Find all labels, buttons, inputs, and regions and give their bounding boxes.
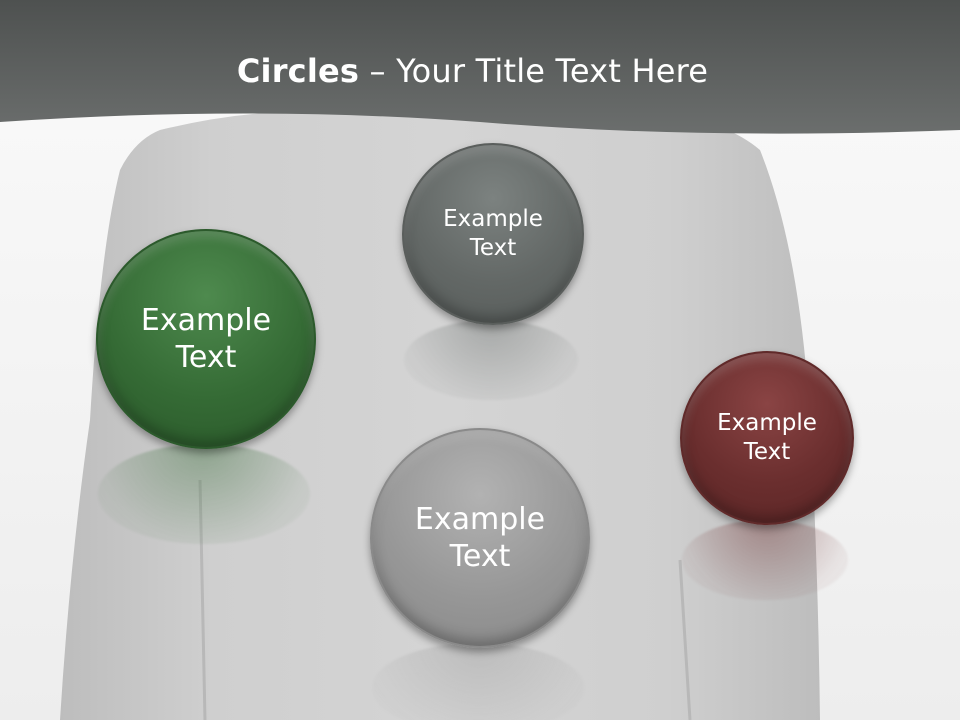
circle-text-line1: Example (414, 501, 546, 537)
circle-text-line2: Text (469, 235, 517, 261)
dark-gray-circle[interactable]: Example Text (402, 143, 584, 325)
light-gray-circle[interactable]: Example Text (370, 428, 590, 648)
red-circle[interactable]: Example Text (680, 351, 854, 525)
light-gray-circle-reflection (372, 643, 584, 720)
green-circle[interactable]: Example Text (96, 229, 316, 449)
green-circle-reflection (98, 444, 310, 544)
circle-text-line1: Example (717, 410, 817, 437)
circle-text-line2: Text (449, 539, 511, 574)
circle-text-line1: Example (140, 302, 272, 338)
header-banner (0, 0, 960, 134)
title-bold: Circles (236, 52, 360, 90)
circle-text-line1: Example (443, 206, 543, 233)
red-circle-reflection (682, 520, 848, 600)
circle-text-line2: Text (743, 439, 791, 465)
dark-gray-circle-reflection (404, 320, 578, 400)
circle-text-line2: Text (175, 340, 237, 375)
title-rest: – Your Title Text Here (359, 52, 709, 90)
slide-title: Circles – Your Title Text Here (0, 52, 945, 90)
